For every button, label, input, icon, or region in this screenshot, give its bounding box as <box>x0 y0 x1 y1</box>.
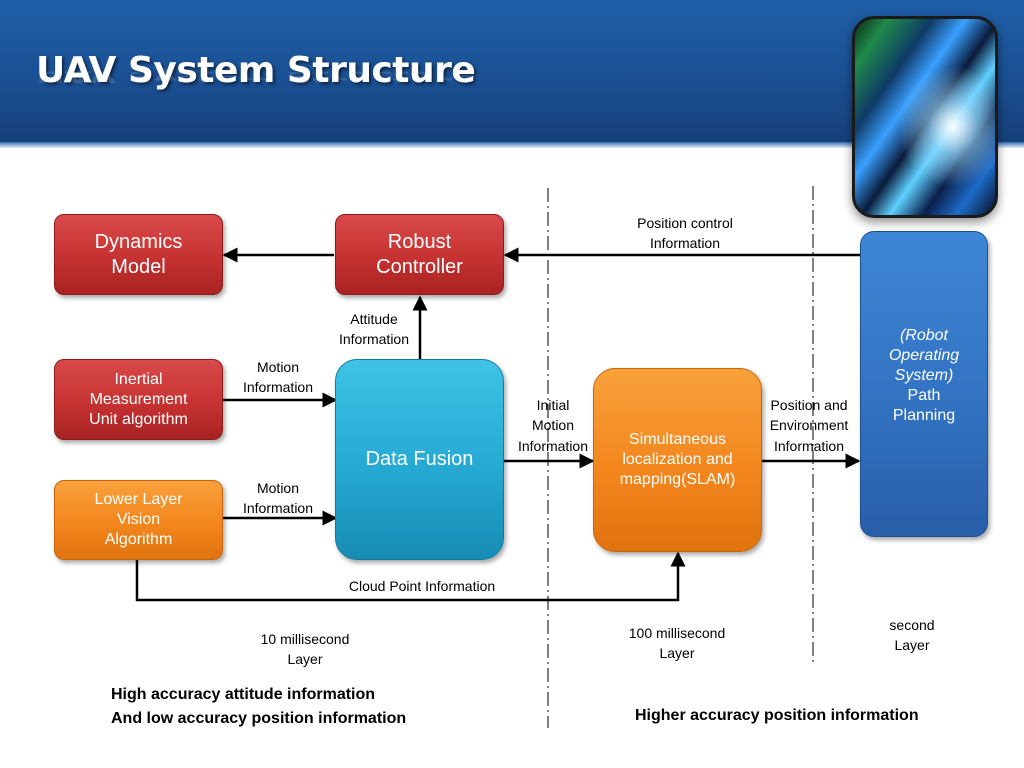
data-fusion-box: Data Fusion <box>335 359 504 560</box>
layer-second-label: second Layer <box>889 617 935 654</box>
path-planning-box: (Robot Operating System) Path Planning <box>860 231 988 537</box>
robust-controller-box: Robust Controller <box>335 214 504 295</box>
page-title: UAV System Structure <box>36 50 476 91</box>
motion-info-label-2: Motion Information <box>242 480 314 517</box>
position-environment-label: Position and Environment Information <box>769 397 849 454</box>
initial-motion-label: Initial Motion Information <box>517 397 589 454</box>
layer-10ms-label: 10 millisecond Layer <box>260 631 350 668</box>
arrow-vision-to-slam <box>135 551 686 602</box>
imu-algorithm-box: Inertial Measurement Unit algorithm <box>54 359 223 440</box>
cloud-point-label: Cloud Point Information <box>322 576 522 597</box>
path-planning-label: Path Planning <box>892 387 956 424</box>
slam-box: Simultaneous localization and mapping(SL… <box>593 368 762 552</box>
light-tunnel-image <box>852 16 998 218</box>
ros-label: (Robot Operating System) <box>888 327 960 384</box>
dynamics-model-box: Dynamics Model <box>54 214 223 295</box>
motion-info-label-1: Motion Information <box>242 359 314 396</box>
low-layer-note: High accuracy attitude information And l… <box>111 686 407 727</box>
layer-100ms-label: 100 millisecond Layer <box>628 625 726 662</box>
position-control-label: Position control Information <box>637 215 733 252</box>
high-layer-note: Higher accuracy position information <box>635 707 919 724</box>
lower-layer-vision-box: Lower Layer Vision Algorithm <box>54 480 223 560</box>
attitude-info-label: Attitude Information <box>338 311 410 348</box>
